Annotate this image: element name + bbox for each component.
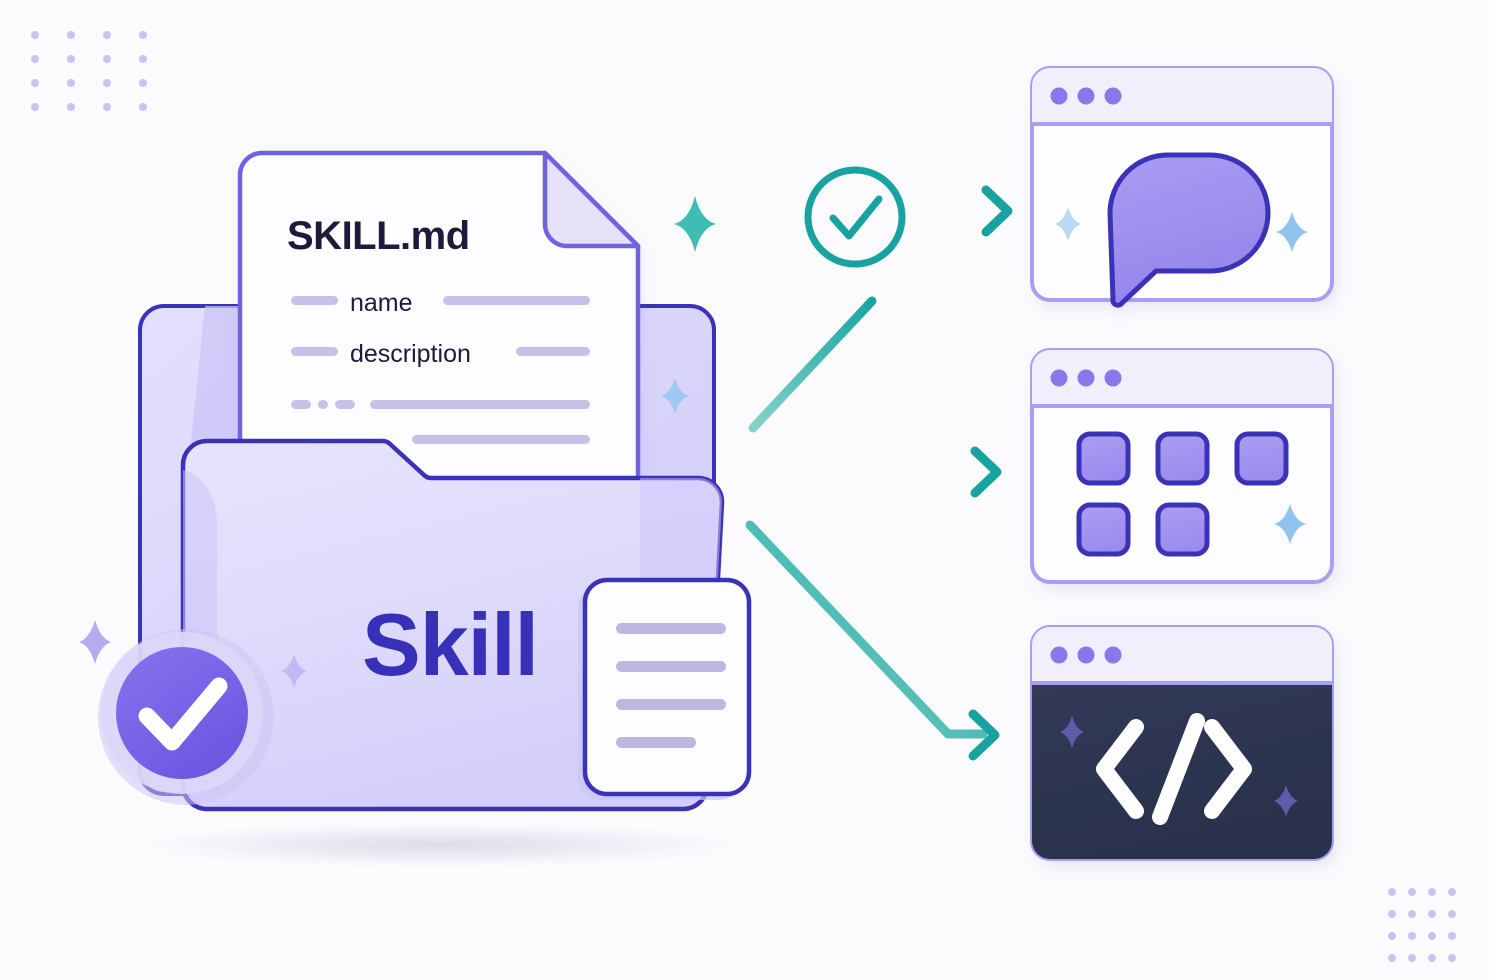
sparkle-blue-mid: [661, 378, 689, 414]
field-label-name: name: [350, 289, 413, 317]
code-brackets-icon: [1096, 713, 1252, 825]
sparkle-chat-left: [1055, 207, 1081, 241]
sparkle-code-left: [1060, 716, 1084, 748]
page-corner-fold: [542, 150, 641, 249]
document-title: SKILL.md: [287, 214, 470, 258]
window-dots-apps[interactable]: [1050, 369, 1122, 387]
field-row-description: [291, 347, 590, 356]
dot-grid-top-left: [31, 31, 147, 111]
check-circle-icon: [804, 166, 906, 268]
document-placeholder-rows: [291, 400, 590, 444]
chat-window[interactable]: [1030, 66, 1334, 308]
dot-grid-bottom-right: [1388, 888, 1456, 962]
arrow-top: [748, 166, 1013, 433]
folder-label: Skill: [362, 595, 538, 694]
sparkle-apps: [1274, 504, 1306, 544]
arrow-bottom: [745, 520, 1000, 761]
folder-ground-shadow: [140, 823, 740, 867]
sparkle-teal-upper: [674, 196, 716, 252]
sparkle-code-right: [1274, 785, 1298, 817]
folder-verified-badge: [98, 629, 274, 805]
speech-bubble-icon: [1107, 152, 1271, 308]
app-grid-icon: [1076, 431, 1289, 557]
window-dots-code[interactable]: [1050, 646, 1122, 664]
code-window[interactable]: [1030, 625, 1334, 861]
sparkle-purple-folder: [281, 654, 307, 688]
sparkle-chat-right: [1276, 212, 1308, 252]
arrow-middle: [765, 446, 1002, 498]
window-dots-chat[interactable]: [1050, 87, 1122, 105]
attached-document-lines: [616, 623, 726, 748]
attached-document-card: [578, 577, 752, 800]
sparkle-purple-left: [79, 620, 111, 664]
field-label-description: description: [350, 340, 471, 368]
apps-window[interactable]: [1030, 348, 1334, 584]
field-row-name: [291, 296, 590, 305]
check-icon: [138, 677, 228, 751]
